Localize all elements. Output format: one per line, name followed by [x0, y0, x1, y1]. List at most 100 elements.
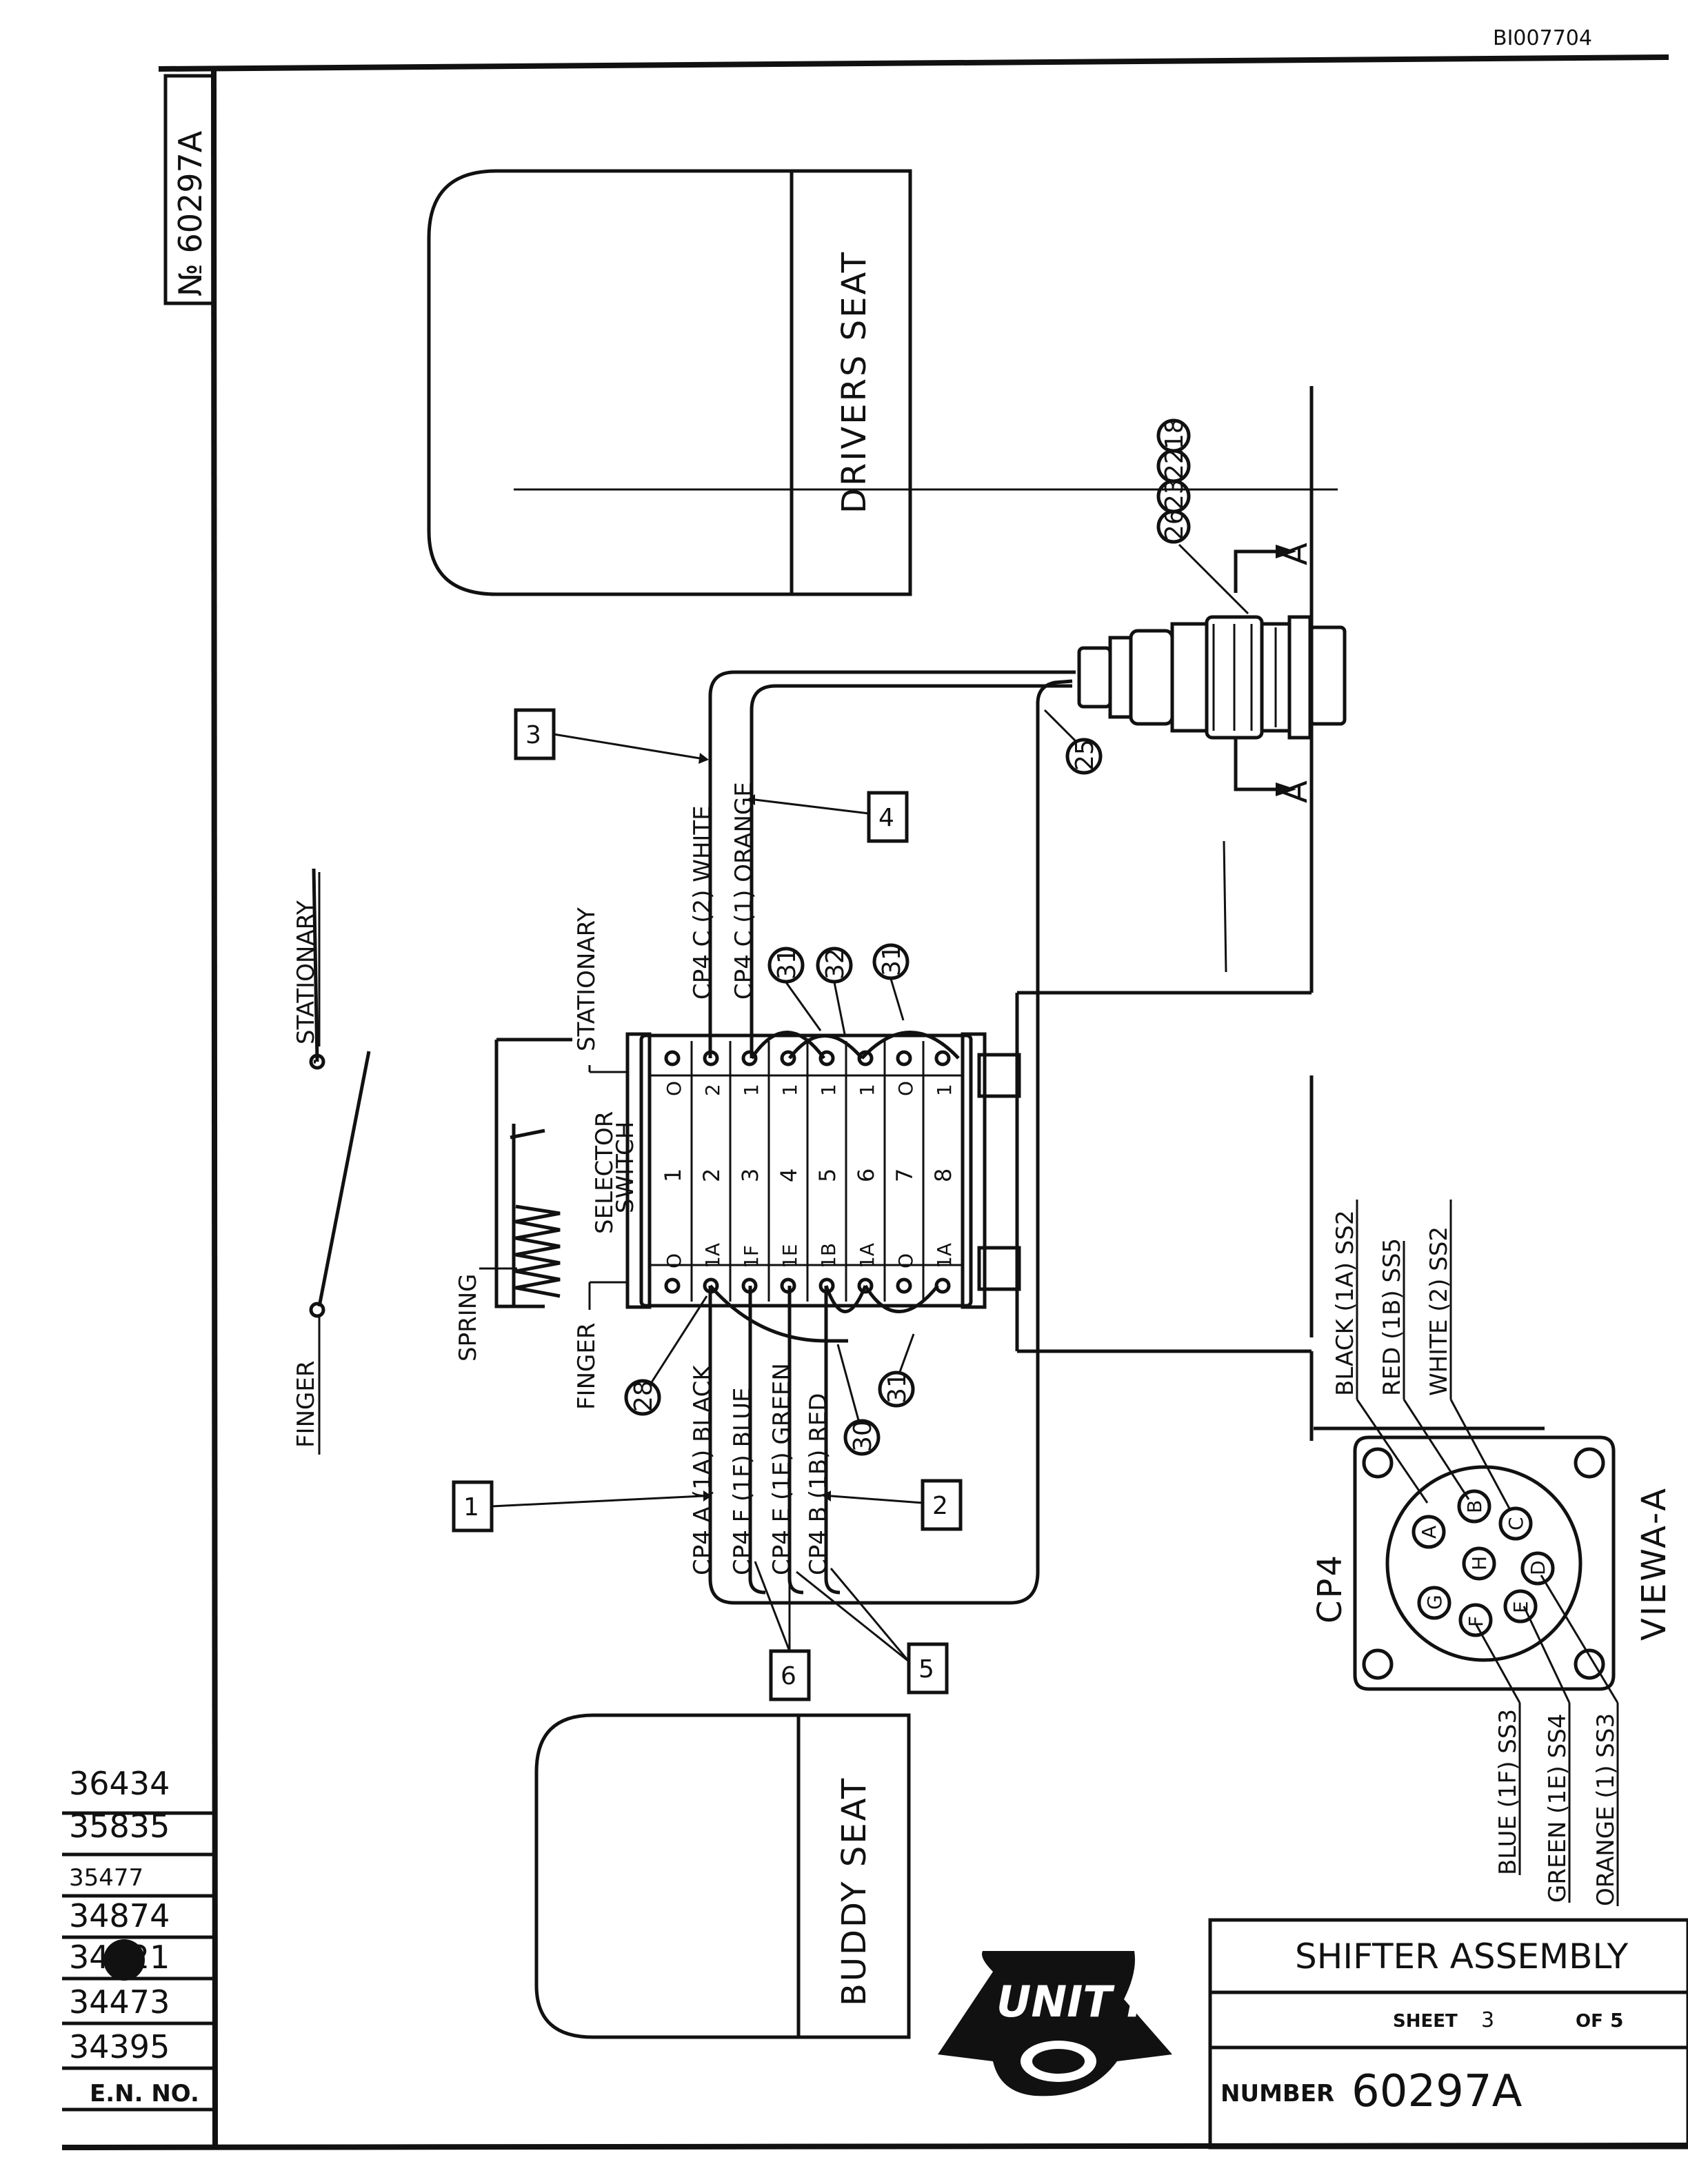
switch-terminal-finger-label-6: 1A: [856, 1243, 878, 1268]
revision-7: 34395: [69, 2028, 170, 2065]
callout-box-2: 2: [932, 1492, 948, 1520]
selector-label-1: SELECTOR: [591, 1111, 619, 1234]
callout-box-1: 1: [463, 1493, 479, 1521]
cp4-top-label-black: BLACK (1A) SS2: [1332, 1210, 1359, 1396]
callout-30: 30: [849, 1420, 877, 1452]
spring-label: SPRING: [454, 1273, 482, 1362]
revision-1: 36434: [69, 1765, 170, 1802]
cp4-pin-f: [1458, 1603, 1493, 1637]
cp4-view-label: VIEWA-A: [1635, 1486, 1674, 1641]
callout-31-top-right: 31: [878, 944, 906, 976]
wire-b-red: CP4 B (1B) RED: [805, 1393, 832, 1575]
switch-terminal-stationary-label-4: 1: [778, 1084, 801, 1096]
cp4-pin-labels: BLACK (1A) SS2 RED (1B) SS5 WHITE (2) SS…: [1332, 1200, 1620, 1906]
cp4-pin-d: [1520, 1551, 1555, 1586]
cp4-pin-label-b: B: [1463, 1500, 1486, 1513]
wire-e-green: CP4 E (1E) GREEN: [768, 1363, 796, 1575]
cp4-bottom-label-orange: ORANGE (1) SS3: [1592, 1713, 1620, 1906]
cp4-pin-label-e: E: [1509, 1601, 1532, 1613]
revision-8: E.N. NO.: [90, 2080, 199, 2107]
callout-22: 22: [1160, 448, 1189, 480]
cp4-bottom-label-green: GREEN (1E) SS4: [1544, 1714, 1571, 1903]
logo-text: UNIT RIG: [996, 1976, 1211, 2027]
switch-terminal-finger-label-8: 1A: [933, 1243, 956, 1268]
switch-terminal-stationary-label-7: O: [894, 1081, 917, 1096]
cp4-title: CP4: [1311, 1553, 1349, 1624]
switch-terminal-finger-label-2: 1A: [701, 1243, 724, 1268]
switch-terminal-stationary-1: [664, 1050, 681, 1066]
document-id: BI007704: [1493, 26, 1592, 50]
finger-left-label: FINGER: [292, 1361, 320, 1448]
cp4-pin-label-c: C: [1505, 1517, 1527, 1530]
switch-position-1: 1: [660, 1169, 686, 1182]
switch-terminal-finger-6: [857, 1277, 874, 1294]
title-text: SHIFTER ASSEMBLY: [1295, 1937, 1629, 1976]
switch-terminal-finger-label-1: O: [663, 1253, 685, 1268]
switch-position-4: 4: [776, 1169, 802, 1182]
sheet-total: 5: [1610, 2009, 1623, 2032]
cp4-pin-b: [1457, 1489, 1491, 1524]
cp4-pin-e: [1503, 1589, 1538, 1624]
switch-terminal-stationary-8: [934, 1050, 951, 1066]
cp4-top-label-red: RED (1B) SS5: [1378, 1238, 1406, 1396]
number-label: NUMBER: [1220, 2080, 1334, 2107]
wire-c2-white: CP4 C (2) WHITE: [689, 805, 716, 1000]
section-a-bottom-label: A: [1276, 778, 1315, 803]
jumper-arcs: [709, 1031, 960, 1343]
unit-rig-logo: UNIT RIG: [938, 1951, 1211, 2096]
callout-box-5: 5: [918, 1655, 934, 1684]
revision-list: 36434 35835 35477 34874 34521 34473 3439…: [62, 1765, 215, 2112]
callout-18: 18: [1160, 418, 1189, 449]
switch-position-6: 6: [853, 1169, 879, 1182]
circle-callouts: 18 22 23 26 25 28 30 31 31 32 31: [624, 418, 1249, 1456]
cp4-top-label-white: WHITE (2) SS2: [1425, 1226, 1453, 1396]
switch-terminal-stationary-label-6: 1: [856, 1084, 878, 1096]
callout-box-3: 3: [525, 721, 541, 749]
frame-structure: [1015, 386, 1314, 1441]
switch-terminal-stationary-label-2: 2: [701, 1084, 724, 1096]
drivers-seat-label: DRIVERS SEAT: [835, 250, 874, 514]
cp4-pin-label-d: D: [1527, 1560, 1549, 1575]
switch-terminal-stationary-label-1: O: [663, 1081, 685, 1096]
finger-switch-label: FINGER: [573, 1323, 601, 1410]
drawing-border: [61, 54, 1688, 2150]
cp4-pin-a: [1411, 1515, 1446, 1549]
switch-position-8: 8: [930, 1169, 956, 1182]
callout-25: 25: [1071, 739, 1099, 771]
cp4-pin-c: [1498, 1506, 1533, 1541]
selector-label-2: SWITCH: [612, 1122, 639, 1213]
spring: SPRING: [454, 1038, 572, 1362]
sheet-label: SHEET: [1393, 2011, 1458, 2032]
wire-a-black: CP4 A (1A) BLACK: [689, 1364, 716, 1575]
wire-c1-orange: CP4 C (1) ORANGE: [730, 782, 758, 1000]
callout-box-4: 4: [878, 804, 894, 832]
cp4-bottom-label-blue: BLUE (1F) SS3: [1494, 1709, 1522, 1875]
revision-4: 34874: [69, 1897, 170, 1934]
revision-6: 34473: [69, 1983, 170, 2021]
switch-terminal-finger-label-7: O: [894, 1253, 917, 1268]
switch-terminal-stationary-3: [741, 1050, 758, 1066]
connector-plug: [1077, 615, 1347, 740]
switch-terminal-finger-label-5: 1B: [817, 1243, 840, 1268]
switch-terminal-finger-7: [896, 1277, 912, 1294]
stationary-top-label: STATIONARY: [292, 900, 320, 1044]
switch-position-5: 5: [814, 1169, 841, 1182]
cp4-pin-h: [1462, 1546, 1496, 1581]
switch-position-7: 7: [892, 1169, 918, 1182]
switch-terminal-stationary-7: [896, 1050, 912, 1066]
callout-boxes: 1 2 3 4 5 6: [452, 708, 963, 1701]
sheet-of-label: OF: [1576, 2011, 1603, 2032]
cp4-pin-label-f: F: [1465, 1616, 1487, 1627]
cp4-pin-label-g: G: [1423, 1595, 1446, 1610]
revision-ink-blot: [103, 1939, 145, 1981]
drawing-number-text: № 60297A: [172, 130, 209, 296]
revision-2: 35835: [69, 1808, 170, 1845]
switch-terminal-finger-8: [934, 1277, 951, 1294]
wire-f-blue: CP4 F (1F) BLUE: [729, 1387, 756, 1575]
switch-terminal-stationary-5: [818, 1050, 835, 1066]
selector-switch: SELECTOR SWITCH STATIONARY FINGER 1OO221…: [573, 907, 1021, 1410]
sheet-number: 3: [1481, 2008, 1494, 2032]
callout-31-top-left: 31: [773, 948, 801, 980]
